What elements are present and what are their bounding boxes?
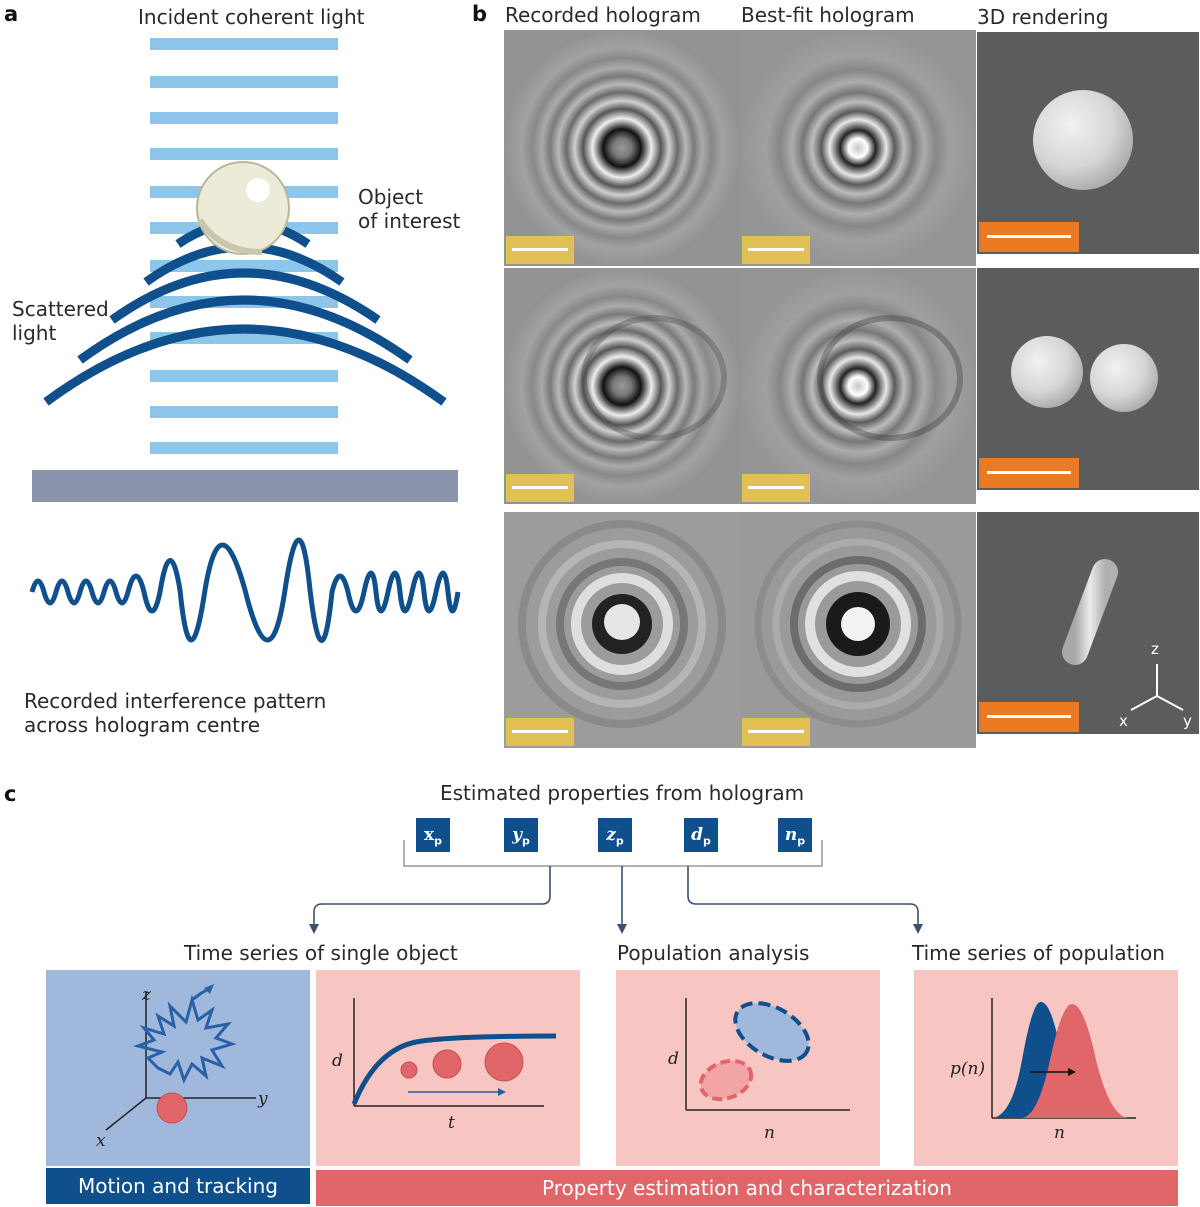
property-dp: dp (684, 818, 718, 852)
render-2 (977, 268, 1199, 490)
distribution-after (1022, 1004, 1128, 1118)
population-box: d n (616, 970, 880, 1166)
col-bestfit-label: Best-fit hologram (741, 3, 915, 27)
scattered-label-2: light (12, 321, 57, 345)
col-render-label: 3D rendering (977, 5, 1109, 29)
motion-tracking-banner: Motion and tracking (46, 1168, 310, 1204)
panel-a-diagram (29, 38, 461, 643)
box1-axis-x: x (96, 1131, 106, 1151)
box2-axis-d: d (332, 1051, 343, 1071)
box4-axis-n: n (1054, 1123, 1065, 1143)
property-yp: yp (504, 818, 538, 852)
box3-axis-n: n (764, 1123, 775, 1143)
pattern-label-2: across hologram centre (24, 713, 261, 737)
incident-light-label: Incident coherent light (138, 5, 365, 29)
col-recorded-label: Recorded hologram (505, 3, 701, 27)
axis-x-label: x (1119, 712, 1128, 730)
population-cluster-blue (733, 1001, 811, 1063)
object-label-1: Object (358, 185, 424, 209)
box3-axis-d: d (668, 1049, 679, 1069)
panel-letter-c: c (4, 782, 17, 806)
object-sphere (196, 161, 290, 255)
group-single-label: Time series of single object (184, 941, 458, 965)
recorded-hologram-2 (504, 268, 740, 504)
bestfit-hologram-1 (740, 30, 976, 266)
distribution-box: p(n) n (914, 970, 1178, 1166)
property-estimation-banner: Property estimation and characterization (316, 1170, 1178, 1206)
bestfit-hologram-2 (740, 268, 976, 504)
render-3: z x y (977, 512, 1199, 734)
group-population-label: Population analysis (617, 941, 810, 965)
axis-y-label: y (1183, 712, 1192, 730)
growth-box: d t (316, 970, 580, 1166)
scattered-label-1: Scattered (12, 297, 109, 321)
scale-bar (506, 474, 574, 502)
render-scale-bar (979, 458, 1079, 488)
axis-z-label: z (1151, 640, 1159, 658)
scale-bar (506, 236, 574, 264)
panel-letter-a: a (4, 2, 19, 26)
growth-curve (351, 1033, 557, 1105)
render-1 (977, 32, 1199, 254)
property-xp: xp (416, 818, 450, 852)
box1-axis-y: y (257, 1089, 268, 1109)
group-timeseries-label: Time series of population (912, 941, 1165, 965)
trajectory-box: z y x (46, 970, 310, 1166)
axes-triad (1130, 664, 1184, 711)
interference-wave (29, 537, 461, 643)
panel-letter-b: b (472, 2, 488, 26)
scale-bar (506, 718, 574, 746)
scale-bar (742, 718, 810, 746)
recorded-hologram-1 (504, 30, 740, 266)
box1-axis-z: z (141, 985, 152, 1005)
population-cluster-red (698, 1058, 754, 1102)
box2-axis-t: t (448, 1113, 455, 1133)
scale-bar (742, 236, 810, 264)
object-label-2: of interest (358, 209, 461, 233)
estimated-properties-title: Estimated properties from hologram (440, 781, 805, 805)
render-scale-bar (979, 222, 1079, 252)
property-zp: zp (598, 818, 632, 852)
detector-plate (32, 470, 458, 502)
recorded-hologram-3 (504, 512, 740, 748)
box4-axis-pn: p(n) (950, 1059, 985, 1079)
render-scale-bar (979, 702, 1079, 732)
property-np: np (778, 818, 812, 852)
scale-bar (742, 474, 810, 502)
random-walk-path (132, 986, 237, 1084)
bestfit-hologram-3 (740, 512, 976, 748)
property-connectors (309, 840, 923, 934)
pattern-label-1: Recorded interference pattern (24, 689, 327, 713)
